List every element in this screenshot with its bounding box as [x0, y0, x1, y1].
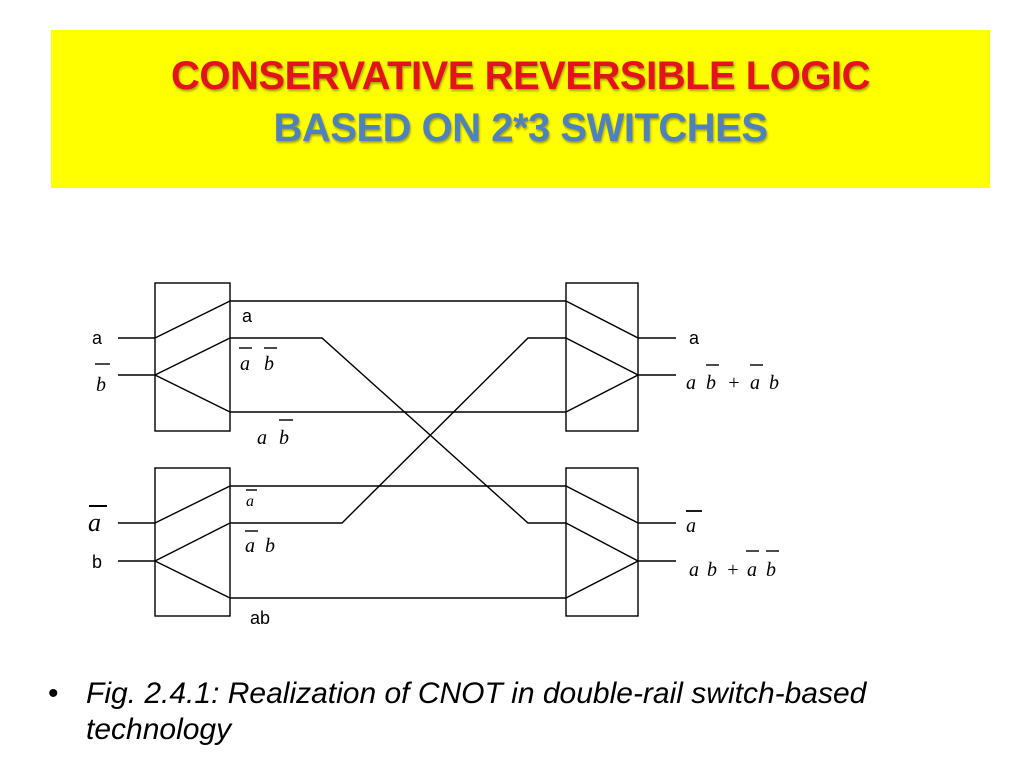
bullet: • [48, 677, 59, 710]
switch-path [154, 337, 231, 376]
input-label-bottom-a: a [88, 508, 101, 537]
switch-box-bottom-right [565, 467, 639, 617]
switch-path [154, 485, 231, 524]
input-label-top-b: b [96, 374, 106, 396]
output-label-2-t2a: a [750, 372, 760, 394]
title-banner: CONSERVATIVE REVERSIBLE LOGIC BASED ON 2… [51, 30, 990, 188]
wire-label-3a: a [257, 427, 267, 449]
switch-path [565, 522, 639, 562]
title-line-1: CONSERVATIVE REVERSIBLE LOGIC [171, 54, 870, 98]
wire-abar-b [230, 337, 566, 524]
output-label-4-t2a: a [747, 559, 757, 581]
output-label-4-t2b: b [766, 559, 776, 581]
switch-path [154, 560, 231, 599]
output-label-3: a [686, 515, 696, 537]
switch-path [565, 485, 639, 524]
wire-label-5a: a [245, 535, 255, 557]
switch-path [154, 522, 231, 562]
wire-label-3b: b [279, 427, 289, 449]
output-label-2-t2b: b [769, 372, 779, 394]
output-label-1: a [689, 328, 700, 348]
switch-box-top-left [154, 282, 231, 432]
wire-abar-bbar [230, 337, 566, 524]
switch-path [565, 374, 639, 413]
wire-label-1: a [242, 306, 253, 326]
switch-box-top-right [565, 282, 639, 432]
switch-path [565, 300, 639, 339]
switch-path [154, 300, 231, 339]
title-line-2: BASED ON 2*3 SWITCHES [273, 106, 768, 150]
output-label-2-plus: + [727, 372, 741, 394]
wire-label-6: ab [250, 608, 270, 628]
switch-path [565, 560, 639, 599]
output-label-4-t1b: b [707, 559, 717, 581]
wire-label-2b: b [264, 353, 274, 375]
wire-label-4: a [246, 493, 254, 510]
input-label-top-a: a [92, 328, 103, 348]
output-label-2-t1a: a [686, 372, 696, 394]
output-label-4-plus: + [726, 559, 740, 581]
input-label-bottom-b: b [92, 552, 102, 572]
switch-path [154, 374, 231, 413]
wire-label-5b: b [265, 535, 275, 557]
wire-label-2a: a [240, 353, 250, 375]
output-label-2-t1b: b [706, 372, 716, 394]
switch-path [565, 337, 639, 376]
caption-text: Fig. 2.4.1: Realization of CNOT in doubl… [86, 677, 867, 746]
switch-box-bottom-left [154, 467, 231, 617]
output-label-4-t1a: a [689, 559, 699, 581]
